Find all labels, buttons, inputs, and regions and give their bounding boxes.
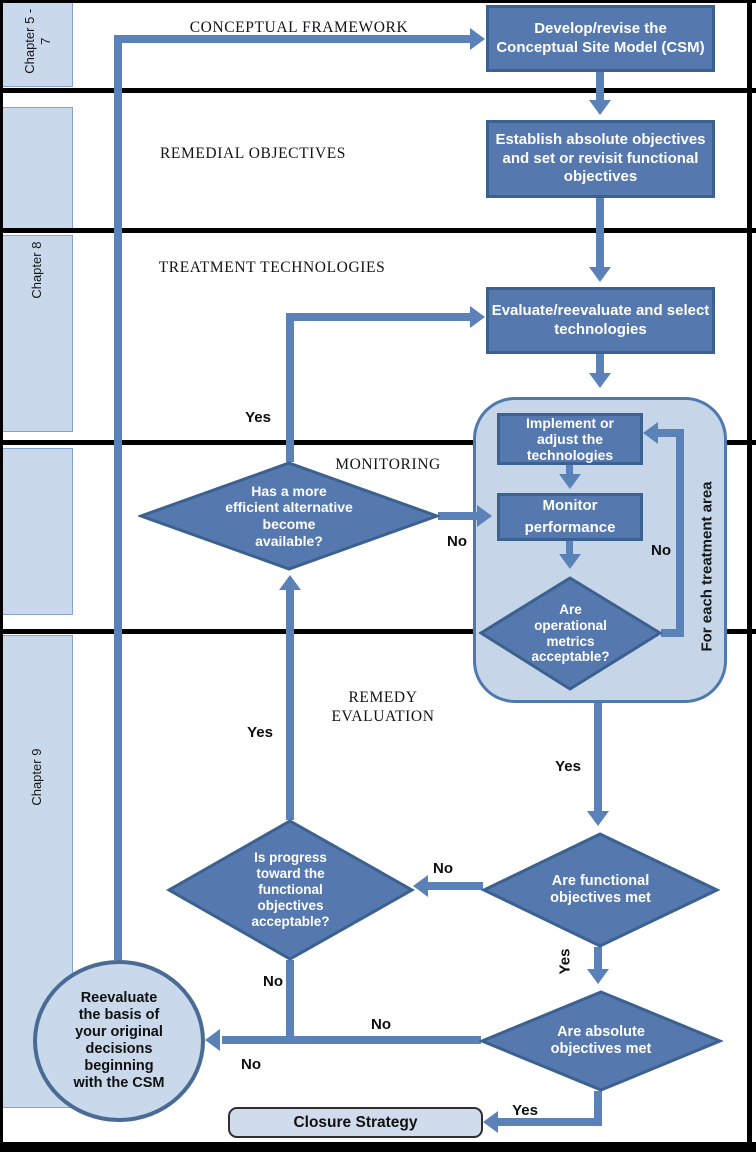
frame-left [0,0,3,1152]
arrowhead-into-absolute [587,969,609,984]
connector-implement-to-monitor [566,465,573,474]
header-treatment-technologies: TREATMENT TECHNOLOGIES [158,259,386,276]
edge-label-yes-alternative: Yes [245,409,271,426]
arrowhead-into-metrics [559,554,581,569]
arrowhead-yes-into-evaluate [470,306,485,328]
alternative-available-label: Has a more efficient alternative become … [225,482,353,549]
connector-reevaluate-to-csm-vertical [114,35,122,960]
arrowhead-into-reevaluate [205,1029,220,1051]
reevaluate-basis-circle: Reevaluate the basis of your original de… [33,960,205,1122]
arrowhead-into-progress [413,875,428,897]
arrowhead-into-objectives [589,100,611,115]
operational-metrics-diamond [478,576,663,691]
connector-absolute-yes-vertical [594,1091,602,1126]
header-remedy-evaluation: REMEDY EVALUATION [331,689,435,726]
connector-functional-no [428,882,483,890]
connector-absolute-yes-horizontal [498,1118,602,1126]
frame-bottom [0,1142,756,1152]
chapter-9-label: Chapter 9 [28,748,44,806]
absolute-met-label: Are absolute objectives met [550,1023,652,1057]
arrowhead-into-evaluate [589,267,611,282]
monitor-performance-box: Monitor performance [497,493,643,541]
connector-metrics-no-top [658,429,684,437]
chapter-panel-spacer-2 [2,448,73,615]
progress-acceptable-label: Is progress toward the functional object… [251,850,330,929]
connector-reevaluate-to-csm-horizontal [114,35,470,43]
divider-2 [0,228,756,233]
evaluate-technologies-box: Evaluate/reevaluate and select technolog… [486,287,715,354]
edge-label-yes-absolute: Yes [512,1102,538,1119]
edge-label-no-metrics: No [651,542,671,559]
edge-label-no-progress: No [263,973,283,990]
chapter-8-panel [2,235,73,432]
divider-1 [0,88,756,93]
edge-label-no-join: No [241,1056,261,1073]
arrowhead-into-csm [470,28,485,50]
alternative-available-diamond [138,461,440,571]
connector-metrics-no-vertical [676,429,684,633]
functional-met-label: Are functional objectives met [550,872,651,906]
arrowhead-into-implement [643,422,658,444]
chapter-8-label: Chapter 8 [28,241,44,299]
divider-4 [0,629,756,634]
arrowhead-into-alternative [279,575,301,590]
progress-acceptable-diamond [166,819,415,961]
arrowhead-into-loop [589,373,611,388]
chapter-5-7-panel [2,2,73,87]
frame-top [0,0,756,3]
edge-label-no-functional: No [433,860,453,877]
connector-progress-no-down [286,960,294,1044]
develop-csm-box: Develop/revise the Conceptual Site Model… [486,5,715,72]
arrowhead-into-monitor-top [559,474,581,489]
edge-label-no-alternative: No [447,533,467,550]
divider-3 [0,440,756,445]
loop-label: For each treatment area [698,481,716,652]
edge-label-no-absolute: No [371,1016,391,1033]
arrowhead-into-closure [483,1111,498,1133]
connector-alternative-yes-horizontal [286,313,470,321]
edge-label-yes-progress: Yes [247,724,273,741]
edge-label-yes-metrics: Yes [555,758,581,775]
arrowhead-into-functional [587,811,609,826]
connector-alternative-no [438,512,477,520]
connector-progress-yes-up [286,590,294,820]
implement-adjust-box: Implement or adjust the technologies [497,413,643,465]
connector-evaluate-to-loop [596,354,604,373]
edge-label-yes-functional: Yes [556,948,574,975]
connector-no-into-reevaluate [222,1036,481,1044]
connector-functional-yes-down [594,947,602,971]
connector-csm-to-objectives [596,72,604,102]
header-conceptual-framework: CONCEPTUAL FRAMEWORK [189,19,409,36]
connector-monitor-to-metrics [566,541,573,554]
chapter-panel-spacer-1 [2,107,73,231]
chapter-5-7-label: Chapter 5 - 7 [21,8,53,74]
connector-metrics-no-bottom [661,629,684,637]
frame-right [747,0,752,1152]
connector-loop-yes-down [594,703,602,811]
header-remedial-objectives: REMEDIAL OBJECTIVES [159,145,347,162]
connector-alternative-yes-vertical [286,313,294,462]
closure-strategy-box: Closure Strategy [228,1107,483,1138]
functional-met-diamond [481,832,720,948]
establish-objectives-box: Establish absolute objectives and set or… [486,120,715,198]
connector-objectives-to-evaluate [596,197,604,267]
arrowhead-into-monitor [477,505,492,527]
absolute-met-diamond [479,990,723,1092]
header-monitoring: MONITORING [335,456,441,473]
operational-metrics-label: Are operational metrics acceptable? [531,601,610,665]
